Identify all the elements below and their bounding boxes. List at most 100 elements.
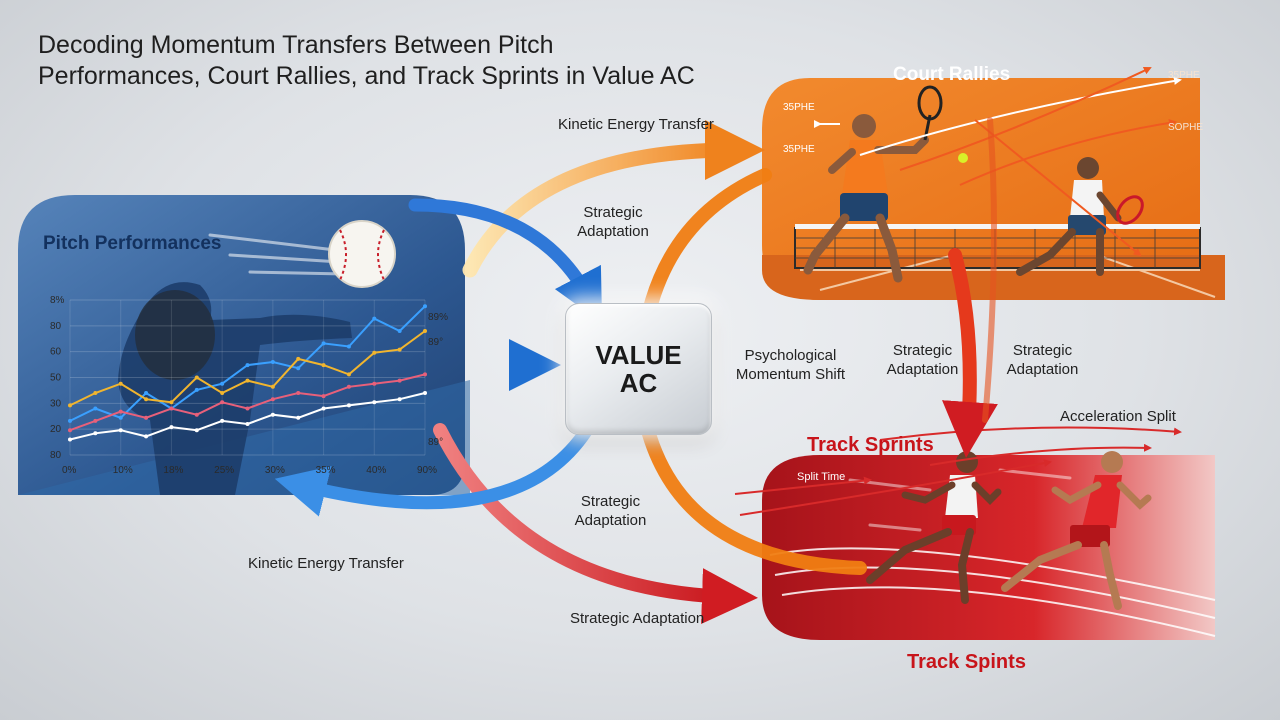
chart-point xyxy=(245,422,250,426)
chart-point xyxy=(93,418,98,423)
chart-annotation: 89° xyxy=(428,437,443,448)
label-strategic-mid: Strategic Adaptation xyxy=(574,493,647,529)
track-panel xyxy=(734,426,1216,640)
chart-point xyxy=(346,372,351,377)
chart-y-tick-label: 80 xyxy=(50,321,62,332)
chart-point xyxy=(296,415,301,420)
chart-annotation: 89° xyxy=(428,337,443,348)
chart-point xyxy=(270,384,275,389)
chart-point xyxy=(169,406,174,411)
chart-point xyxy=(321,363,326,368)
chart-point xyxy=(93,431,98,436)
chart-point xyxy=(321,394,326,399)
chart-y-tick-label: 80 xyxy=(50,450,62,461)
chart-point xyxy=(296,366,301,371)
chart-point xyxy=(372,350,377,355)
arrow-pitch-to-center xyxy=(408,198,603,324)
chart-point xyxy=(372,381,377,386)
chart-x-tick-label: 35% xyxy=(316,465,336,476)
chart-y-tick-label: 20 xyxy=(50,424,62,435)
chart-point xyxy=(372,400,377,405)
chart-y-tick-label: 60 xyxy=(50,347,62,358)
arrow-kinetic-top xyxy=(462,120,765,278)
title-line-1: Decoding Momentum Transfers Between Pitc… xyxy=(38,31,554,59)
chart-point xyxy=(93,391,98,395)
label-strategic-bottom: Strategic Adaptation xyxy=(570,610,705,627)
chart-point xyxy=(194,387,199,392)
tennis-player-one xyxy=(803,114,929,283)
court-annotation-1: 35PHE xyxy=(1168,70,1200,81)
label-split-time: Split Time xyxy=(797,471,846,483)
court-annotation-4: SOPHE xyxy=(1168,122,1204,133)
chart-point xyxy=(296,391,301,395)
pitch-panel xyxy=(18,195,470,495)
label-strategic-right-a: Strategic Adaptation xyxy=(886,342,959,378)
value-ac-node: VALUE AC xyxy=(565,303,712,435)
chart-point xyxy=(423,391,427,395)
tennis-net xyxy=(794,224,1201,269)
chart-point xyxy=(144,434,149,439)
chart-point xyxy=(118,428,123,433)
chart-point xyxy=(397,397,402,402)
chart-point xyxy=(245,406,250,411)
chart-point xyxy=(423,329,427,333)
chart-point xyxy=(423,304,427,309)
chart-point xyxy=(397,378,402,383)
chart-point xyxy=(220,381,225,386)
label-strategic-right-b: Strategic Adaptation xyxy=(1006,342,1079,378)
chart-point xyxy=(245,378,250,383)
chart-x-tick-label: 30% xyxy=(265,465,285,476)
glove-shape xyxy=(135,290,215,380)
chart-point xyxy=(270,412,275,417)
chart-x-tick-label: 0% xyxy=(62,465,77,476)
chart-x-tick-label: 90% xyxy=(417,465,437,476)
chart-point xyxy=(397,347,402,352)
chart-point xyxy=(144,415,149,420)
chart-point xyxy=(118,381,123,386)
chart-point xyxy=(270,397,275,402)
arrow-center-to-pitch xyxy=(274,418,597,517)
arrow-pitch-to-track xyxy=(433,423,758,625)
chart-annotation: 89% xyxy=(428,312,448,323)
value-ac-label: VALUE AC xyxy=(595,340,682,398)
chart-point xyxy=(68,418,72,423)
chart-point xyxy=(296,356,301,361)
label-psychological: Psychological Momentum Shift xyxy=(735,347,846,383)
chart-point xyxy=(270,360,275,364)
tennis-ball-icon xyxy=(958,153,968,163)
chart-x-tick-label: 25% xyxy=(214,465,234,476)
chart-x-tick-label: 18% xyxy=(163,465,183,476)
chart-point xyxy=(194,375,199,380)
chart-point xyxy=(118,409,123,414)
chart-point xyxy=(144,391,149,395)
label-kinetic-bottom: Kinetic Energy Transfer xyxy=(248,555,404,572)
page-title: Decoding Momentum Transfers Between Pitc… xyxy=(38,30,798,92)
chart-point xyxy=(220,400,225,405)
chart-point xyxy=(321,341,326,346)
label-acceleration-split: Acceleration Split xyxy=(1060,408,1176,425)
label-strategic-top: Strategic Adaptation xyxy=(577,204,649,240)
chart-point xyxy=(194,428,199,433)
sprinter-two xyxy=(1001,451,1152,610)
court-annotation-3: 35PHE xyxy=(783,144,815,155)
pitch-line-chart: 8%8060503020800%10%18%25%30%35%40%90%89%… xyxy=(50,295,448,476)
chart-point xyxy=(346,344,351,349)
chart-y-tick-label: 8% xyxy=(50,295,65,306)
tennis-player-two xyxy=(1016,157,1144,276)
chart-y-tick-label: 50 xyxy=(50,373,62,384)
chart-point xyxy=(93,406,98,411)
arrow-court-to-track xyxy=(942,248,998,458)
chart-point xyxy=(118,415,123,420)
chart-point xyxy=(169,400,174,405)
chart-point xyxy=(169,425,174,430)
chart-point xyxy=(346,384,351,389)
chart-point xyxy=(346,403,351,408)
chart-point xyxy=(372,316,377,321)
pitch-panel-title: Pitch Performances xyxy=(43,233,222,254)
court-panel-title: Court Rallies xyxy=(893,64,1011,85)
chart-point xyxy=(321,406,326,411)
chart-point xyxy=(220,418,225,423)
chart-point xyxy=(194,412,199,417)
